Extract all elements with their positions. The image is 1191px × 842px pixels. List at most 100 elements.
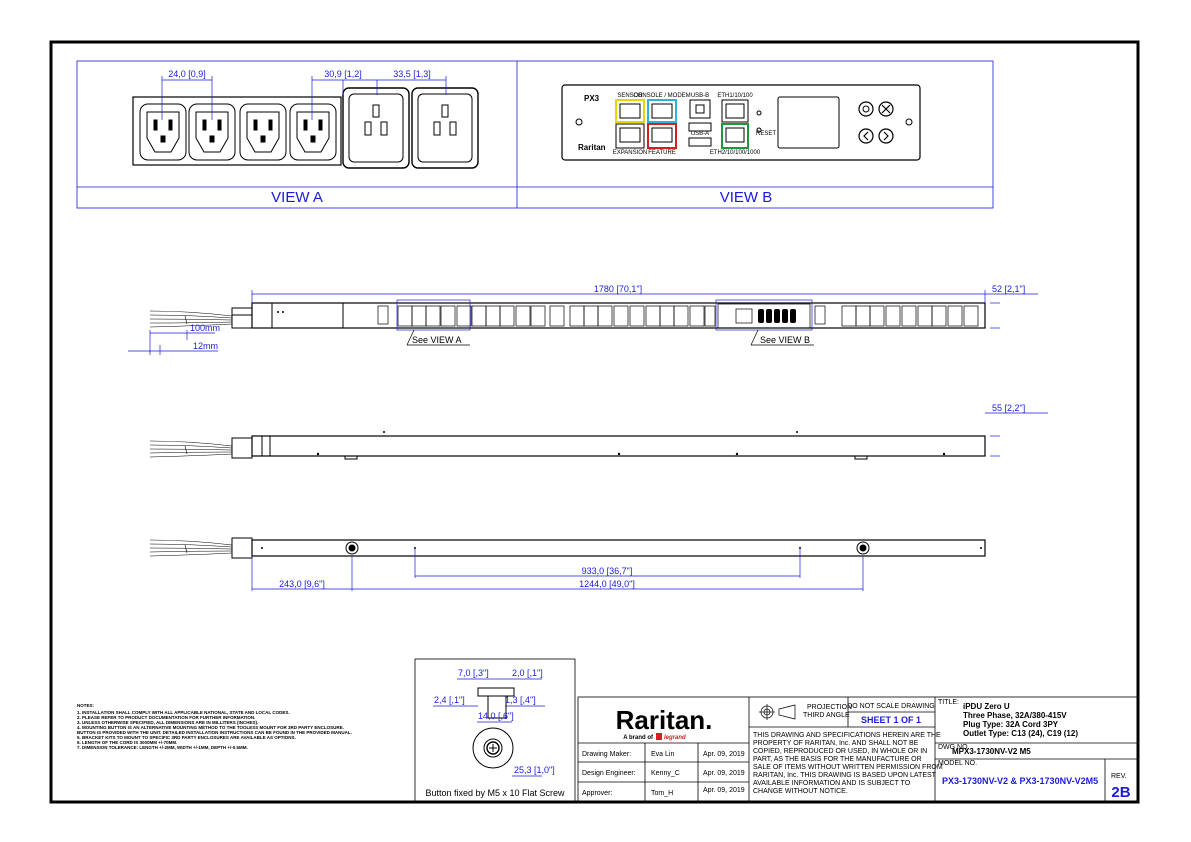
row-date: Apr. 09, 2019 xyxy=(703,770,745,777)
eth1-label: ETH1/10/100 xyxy=(717,93,753,99)
raritan-logo: Raritan. xyxy=(616,705,713,735)
logo-sub: A brand of xyxy=(623,735,654,741)
usb-b-port xyxy=(689,99,711,119)
row-name: Kenny_C xyxy=(651,770,680,777)
dim-view-a-small: 24,0 [0,9] xyxy=(168,69,206,79)
ok-button-icon xyxy=(858,101,874,117)
front-view xyxy=(149,302,986,329)
note-line: 6. LENGTH OF THE CORD IS 3000MM +/-70MM. xyxy=(77,740,177,745)
dim-button-w1: 7,0 [,3"] xyxy=(458,668,489,678)
disclaimer-line: PROPERTY OF RARITAN, Inc. AND SHALL NOT … xyxy=(753,740,919,747)
disclaimer-line: CHANGE WITHOUT NOTICE. xyxy=(753,788,848,795)
dwg-label: DWG NO. xyxy=(938,744,970,751)
back-view-dots xyxy=(261,547,982,549)
title-line: Three Phase, 32A/380-415V xyxy=(963,711,1067,720)
disclaimer-line: SALE OF ITEMS WITHOUT WRITTEN PERMISSION… xyxy=(753,764,943,771)
view-b-label: VIEW B xyxy=(720,189,773,206)
c13-outlet xyxy=(239,103,287,161)
view-a-dimension-lines xyxy=(161,76,447,120)
see-view-b-box xyxy=(715,299,813,331)
button-caption: Button fixed by M5 x 10 Flat Screw xyxy=(425,788,565,798)
dim-button-w2: 2,0 [,1"] xyxy=(512,668,543,678)
c19-outlet xyxy=(411,87,479,169)
eth2-port xyxy=(721,123,749,149)
note-line: 3. UNLESS OTHERWISE SPECIFIED, ALL DIMEN… xyxy=(77,720,258,725)
dim-overall-length: 1780 [70,1"] xyxy=(594,284,642,294)
button-detail-frame xyxy=(414,658,576,802)
view-a-label: VIEW A xyxy=(271,189,323,206)
dim-button-offset: 243,0 [9,6"] xyxy=(279,579,325,589)
rev-label: REV. xyxy=(1111,773,1127,780)
note-line: 5. BRACKET KITS TO MOUNT TO SPECIFIC 3RD… xyxy=(77,735,296,740)
dim-button-len: 25,3 [1,0"] xyxy=(514,765,555,775)
console-label: CONSOLE / MODEM xyxy=(633,93,690,99)
title-line: Outlet Type: C13 (24), C19 (12) xyxy=(963,729,1078,738)
row-name: Tom_H xyxy=(651,790,673,797)
model-no: PX3-1730NV-V2 & PX3-1730NV-V2M5 xyxy=(942,776,1098,786)
side-view xyxy=(149,435,986,460)
front-dimension-lines xyxy=(128,290,1038,355)
sensor-label: SENSOR xyxy=(617,93,643,99)
front-outlet-strip xyxy=(377,303,979,329)
model-label: MODEL NO. xyxy=(938,760,977,767)
note-line: 1. INSTALLATION SHALL COMPLY WITH ALL AP… xyxy=(77,710,290,715)
notes-title: NOTES: xyxy=(77,703,95,708)
usb-a-label: USB-A xyxy=(691,131,709,137)
dim-button-outer: 1244,0 [49,0"] xyxy=(579,579,635,589)
row-date: Apr. 09, 2019 xyxy=(703,751,745,758)
expansion-label: EXPANSION xyxy=(613,150,648,156)
see-view-a-label: See VIEW A xyxy=(412,335,462,345)
see-view-b-label: See VIEW B xyxy=(760,335,810,345)
console-port xyxy=(647,99,677,123)
note-line: 7. DIMENSION TOLERANCE: LENGTH +/-2MM, W… xyxy=(77,745,248,750)
lcd-display xyxy=(777,96,840,149)
dim-view-a-large: 33,5 [1,3] xyxy=(393,69,431,79)
c13-outlet xyxy=(289,103,337,161)
disclaimer-line: THIS DRAWING AND SPECIFICATIONS HEREIN A… xyxy=(753,732,941,739)
view-b-controller: PX3 Raritan xyxy=(561,84,921,161)
sensor-port xyxy=(615,99,645,123)
cancel-button-icon xyxy=(878,101,894,117)
disclaimer-line: PART, AS THE BASIS FOR THE MANUFACTURE O… xyxy=(753,756,922,763)
usb-b-label: USB-B xyxy=(691,93,709,99)
eth2-label: ETH2/10/100/1000 xyxy=(710,150,761,156)
dim-cord-12: 12mm xyxy=(193,341,218,351)
px-badge: PX3 xyxy=(584,94,600,103)
projection-label: PROJECTION xyxy=(807,704,852,711)
dim-button-h2: 1,3 [,4"] xyxy=(505,695,536,705)
left-button-icon xyxy=(858,128,874,144)
dim-side-depth: 55 [2,2"] xyxy=(992,403,1025,413)
dwg-no: MPX3-1730NV-V2 M5 xyxy=(952,747,1031,756)
reset-label: RESET xyxy=(756,131,776,137)
disclaimer-line: AVAILABLE INFORMATION AND IS SUBJECT TO xyxy=(753,780,911,787)
row-role: Approver: xyxy=(582,790,612,797)
usb-a-port xyxy=(688,122,712,132)
controller-buttons-front xyxy=(758,309,796,323)
side-dimension-lines xyxy=(985,412,1048,457)
see-view-a-box xyxy=(396,299,471,331)
disclaimer-line: RARITAN, Inc. THIS DRAWING IS BASED UPON… xyxy=(753,772,937,779)
right-button-icon xyxy=(878,128,894,144)
title-block xyxy=(577,696,1139,803)
dim-button-dia: 14,0 [,6"] xyxy=(478,711,514,721)
third-angle-label: THIRD ANGLE xyxy=(803,712,850,719)
eth1-port xyxy=(721,99,749,123)
side-view-dots xyxy=(316,431,946,456)
do-not-scale-label: DO NOT SCALE DRAWING xyxy=(847,703,935,710)
note-line: BUTTON IS PROVIDED WITH THE UNIT. DETAIL… xyxy=(77,730,352,735)
title-line: Plug Type: 32A Cord 3PY xyxy=(963,720,1059,729)
title-label: TITLE: xyxy=(938,699,959,706)
row-date: Apr. 09, 2019 xyxy=(703,787,745,794)
views-frame xyxy=(76,60,994,209)
third-angle-projection-icon xyxy=(759,704,796,720)
c19-outlet xyxy=(342,87,410,169)
dim-front-height: 52 [2,1"] xyxy=(992,284,1025,294)
back-view xyxy=(149,537,986,559)
row-name: Eva Lin xyxy=(651,751,674,758)
controller-brand: Raritan xyxy=(578,143,606,152)
button-dimension-lines xyxy=(433,678,545,777)
dim-cord-100: 100mm xyxy=(190,323,220,333)
dim-button-h1: 2,4 [,1"] xyxy=(434,695,465,705)
usb-a-port xyxy=(688,137,712,147)
